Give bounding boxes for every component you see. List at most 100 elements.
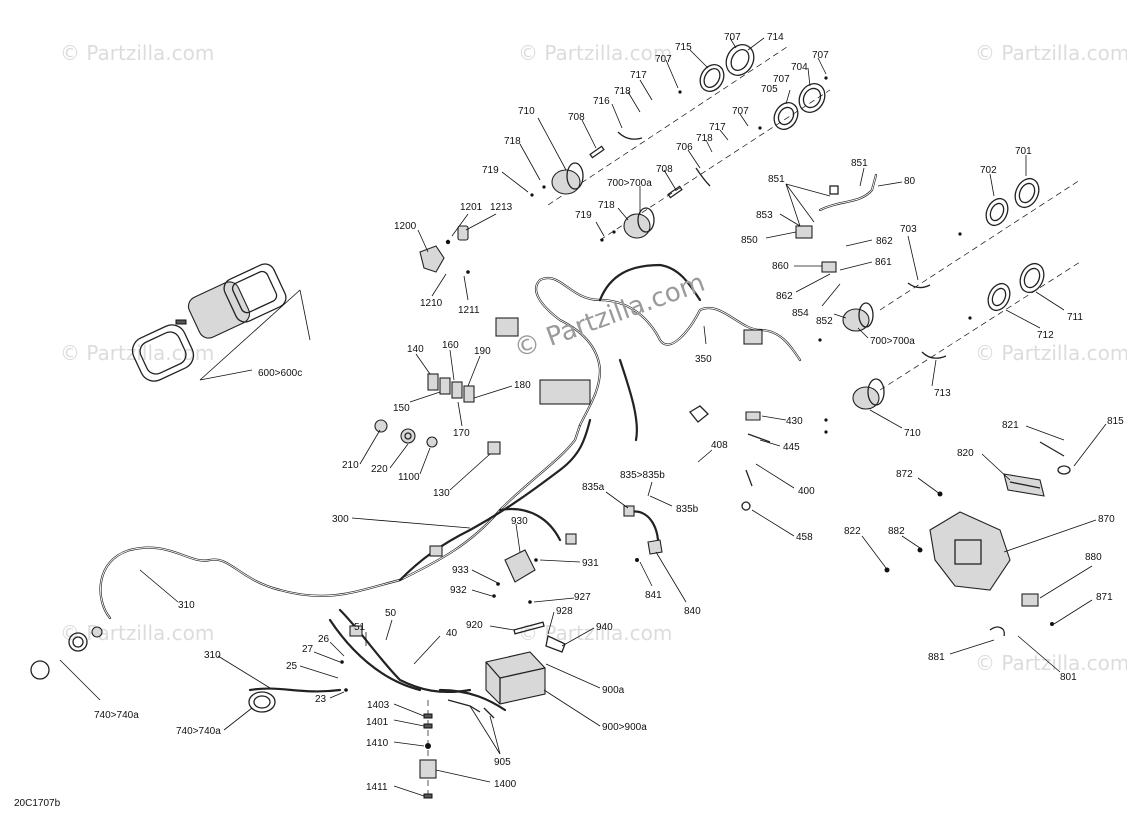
clip-458 bbox=[741, 501, 751, 511]
callout-717: 717 bbox=[709, 122, 726, 133]
speaker-ring-701-inner bbox=[1018, 182, 1036, 204]
leader bbox=[719, 129, 729, 141]
connector bbox=[429, 545, 443, 557]
clip-430 bbox=[745, 411, 761, 421]
leader bbox=[663, 169, 677, 191]
fuse-815 bbox=[1057, 465, 1071, 475]
gauge-cluster bbox=[131, 263, 311, 382]
callout-710: 710 bbox=[518, 106, 535, 117]
callout-300: 300 bbox=[332, 514, 349, 525]
callout-220: 220 bbox=[371, 464, 388, 475]
antenna-cable-80-inner bbox=[819, 174, 877, 211]
leader bbox=[785, 89, 791, 105]
main-wiring-harness bbox=[99, 263, 802, 712]
screw-822 bbox=[884, 567, 890, 573]
leader bbox=[949, 639, 995, 655]
callout-930: 930 bbox=[511, 516, 528, 527]
leader bbox=[539, 559, 581, 563]
fastener bbox=[818, 338, 822, 342]
plate-870-cutout bbox=[954, 539, 982, 565]
callout-853: 853 bbox=[756, 210, 773, 221]
leader bbox=[519, 143, 541, 181]
speaker-ring-711 bbox=[1019, 262, 1045, 294]
leader bbox=[649, 495, 673, 507]
leader bbox=[449, 349, 455, 381]
callout-854: 854 bbox=[792, 308, 809, 319]
callout-180: 180 bbox=[514, 380, 531, 391]
screw-882 bbox=[917, 547, 923, 553]
leader bbox=[917, 477, 941, 495]
leader bbox=[465, 213, 497, 231]
callout-717: 717 bbox=[630, 70, 647, 81]
harness-branch bbox=[618, 358, 638, 442]
group-bracket-line bbox=[59, 659, 101, 701]
speaker-ring-712-inner bbox=[991, 287, 1007, 307]
callout-862: 862 bbox=[876, 236, 893, 247]
leader bbox=[223, 707, 253, 731]
leader bbox=[785, 183, 815, 223]
leader bbox=[451, 213, 469, 237]
leader bbox=[857, 327, 869, 339]
callout-210: 210 bbox=[342, 460, 359, 471]
switch-160 bbox=[451, 381, 463, 399]
leader bbox=[431, 273, 447, 297]
callout-920: 920 bbox=[466, 620, 483, 631]
callout-933: 933 bbox=[452, 565, 469, 576]
callout-872: 872 bbox=[896, 469, 913, 480]
leader-lines bbox=[139, 37, 1107, 797]
leader bbox=[139, 569, 179, 603]
callout-861: 861 bbox=[875, 257, 892, 268]
leader bbox=[329, 691, 345, 699]
leader bbox=[611, 103, 623, 129]
callout-50: 50 bbox=[385, 608, 397, 619]
leader bbox=[869, 409, 903, 429]
watermarks: © Partzilla.com © Partzilla.com © Partzi… bbox=[60, 41, 1127, 675]
leader bbox=[989, 173, 995, 197]
tie-400 bbox=[745, 469, 753, 487]
leader bbox=[739, 113, 749, 127]
group-bracket-line bbox=[199, 369, 253, 381]
screw-871 bbox=[1050, 622, 1054, 626]
leader bbox=[877, 181, 903, 187]
callout-706: 706 bbox=[676, 142, 693, 153]
nut-1410 bbox=[425, 743, 431, 749]
callout-1200: 1200 bbox=[394, 221, 417, 232]
leader bbox=[779, 213, 801, 227]
leader bbox=[385, 619, 393, 641]
leader bbox=[393, 719, 425, 727]
right-mount-assembly bbox=[884, 441, 1071, 637]
leader bbox=[759, 439, 781, 447]
callout-719: 719 bbox=[575, 210, 592, 221]
callout-712: 712 bbox=[1037, 330, 1054, 341]
clip-716 bbox=[617, 131, 643, 140]
watermark-text: © Partzilla.com bbox=[60, 41, 214, 65]
speaker-ring-715-inner bbox=[703, 68, 721, 88]
clip-706 bbox=[695, 167, 711, 187]
callout-700-700a: 700>700a bbox=[870, 336, 915, 347]
switch-panel bbox=[427, 373, 501, 455]
leader bbox=[419, 447, 431, 475]
callout-900-900a: 900>900a bbox=[602, 722, 647, 733]
callout-711: 711 bbox=[1067, 312, 1083, 323]
switch-140 bbox=[427, 373, 439, 391]
fastener bbox=[824, 76, 828, 80]
fastener bbox=[758, 126, 762, 130]
gauge-bezel bbox=[131, 324, 195, 382]
harness-branch bbox=[438, 688, 507, 712]
watermark-text: © Partzilla.com bbox=[975, 651, 1127, 675]
leader bbox=[463, 275, 469, 301]
speaker-ring-704-inner bbox=[802, 87, 822, 109]
speaker-ring-701 bbox=[1014, 177, 1040, 209]
leader bbox=[457, 401, 463, 427]
bracket-1200-assembly bbox=[419, 225, 469, 273]
module-850 bbox=[795, 225, 813, 239]
fastener bbox=[824, 430, 828, 434]
callout-80: 80 bbox=[904, 176, 916, 187]
leader bbox=[931, 359, 937, 387]
watermark-text: © Partzilla.com bbox=[975, 41, 1127, 65]
leader bbox=[489, 715, 501, 755]
callout-40: 40 bbox=[446, 628, 458, 639]
speaker-852-cone bbox=[858, 302, 874, 328]
leader bbox=[515, 523, 521, 553]
callout-1201: 1201 bbox=[460, 202, 483, 213]
